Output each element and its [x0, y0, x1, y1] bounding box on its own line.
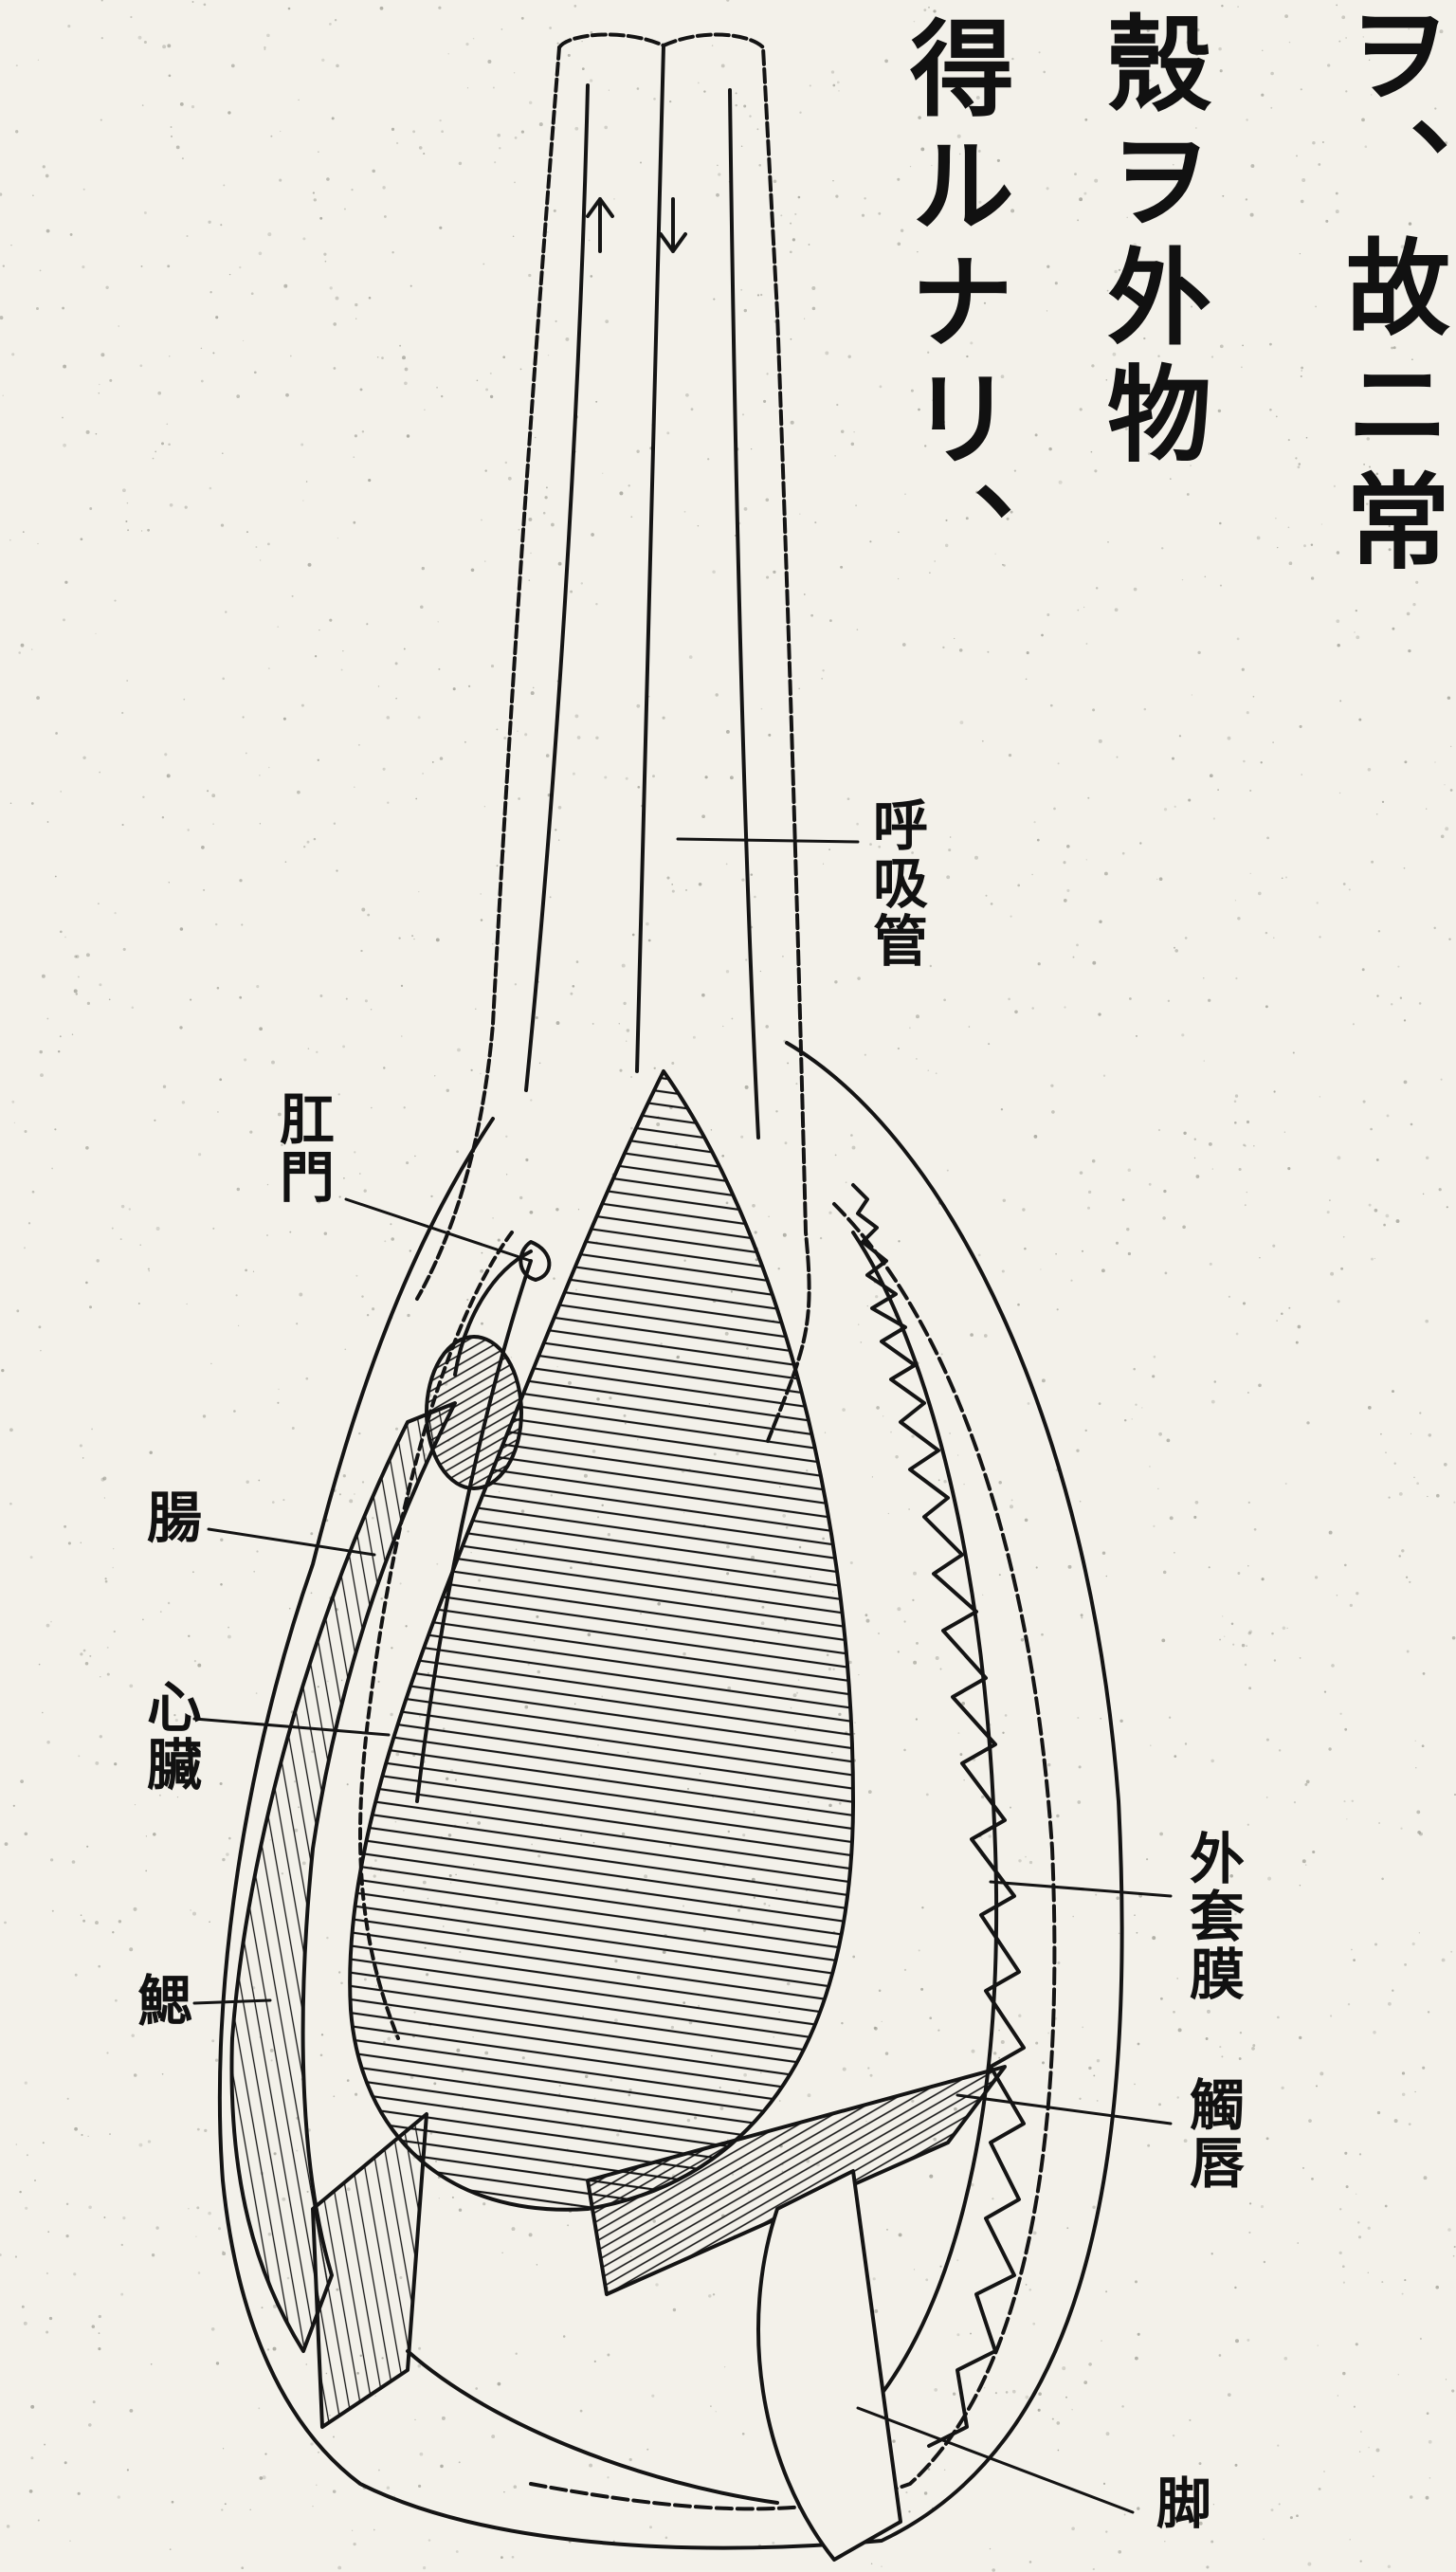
label-foot: 脚 — [1152, 2474, 1207, 2532]
siphon-leader — [678, 839, 858, 842]
anus — [520, 1242, 549, 1280]
label-mantle: 外套膜 — [1185, 1830, 1240, 2003]
intestine-leader — [209, 1529, 374, 1555]
label-intestine: 腸 — [142, 1488, 197, 1546]
label-anus: 肛門 — [275, 1090, 330, 1206]
foot-leader — [858, 2408, 1133, 2512]
palp-leader — [957, 2095, 1171, 2124]
foot — [758, 2171, 901, 2560]
label-gill: 鰓 — [133, 1972, 188, 2030]
label-siphon: 呼吸管 — [868, 796, 923, 970]
heart — [427, 1337, 521, 1488]
mantle-leader — [991, 1882, 1171, 1896]
label-heart: 心臟 — [142, 1678, 197, 1794]
label-palp: 觸唇 — [1185, 2076, 1240, 2192]
